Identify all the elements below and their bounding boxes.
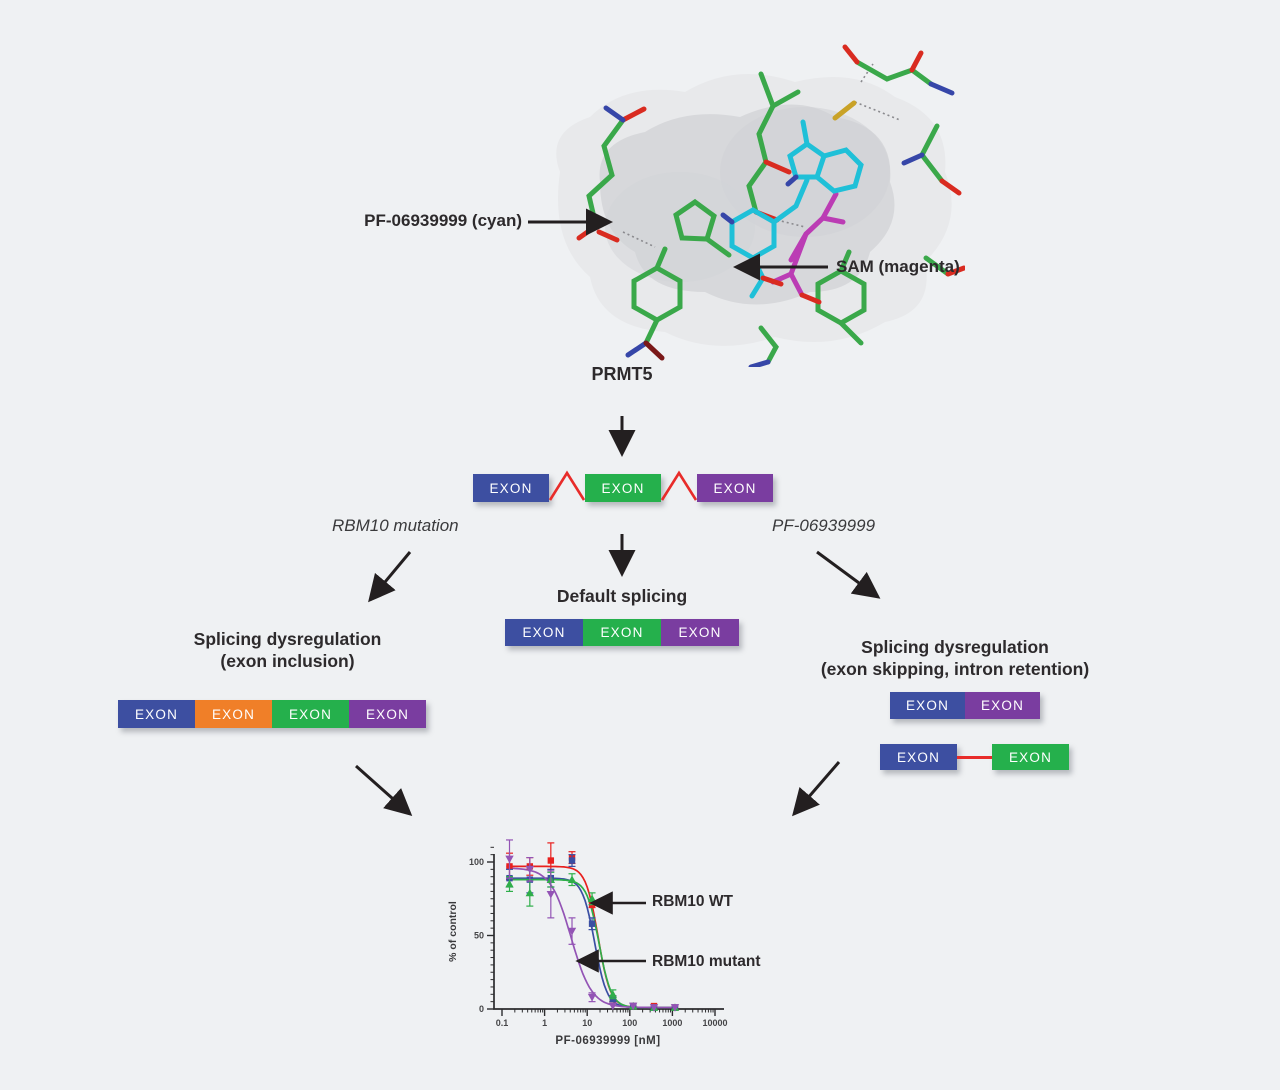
exon-box-green: EXON bbox=[583, 619, 661, 646]
exon-skipping-title: Splicing dysregulation (exon skipping, i… bbox=[790, 636, 1120, 681]
exon-box-blue: EXON bbox=[890, 692, 965, 719]
svg-text:0: 0 bbox=[479, 1004, 484, 1014]
prmt5-label: PRMT5 bbox=[591, 364, 653, 384]
svg-text:50: 50 bbox=[474, 931, 484, 941]
exon-box-blue: EXON bbox=[505, 619, 583, 646]
svg-text:% of control: % of control bbox=[447, 901, 459, 962]
svg-text:PF-06939999 [nM]: PF-06939999 [nM] bbox=[555, 1035, 660, 1047]
svg-text:100: 100 bbox=[469, 857, 484, 867]
exon-inclusion-title-line2: (exon inclusion) bbox=[220, 651, 355, 672]
default-splicing-title: Default splicing bbox=[556, 586, 688, 606]
intron-zigzag bbox=[549, 470, 585, 501]
intron-zigzag bbox=[661, 470, 697, 501]
prmt5-structure-image bbox=[556, 44, 965, 367]
svg-text:0.1: 0.1 bbox=[496, 1018, 509, 1028]
exon-box-green: EXON bbox=[272, 700, 349, 728]
residue-sticks bbox=[576, 44, 965, 367]
exon-box-green: EXON bbox=[992, 744, 1069, 770]
arrow-branch-right bbox=[816, 550, 881, 599]
arrow-to-chart-left bbox=[355, 764, 413, 816]
annotation-rbm10-mutant: RBM10 mutant bbox=[652, 953, 761, 970]
rbm10-mutation-label: RBM10 mutation bbox=[332, 516, 459, 535]
exon-box-blue: EXON bbox=[473, 474, 549, 502]
svg-text:100: 100 bbox=[622, 1018, 637, 1028]
annotation-rbm10-wt: RBM10 WT bbox=[652, 893, 733, 910]
hbond-dots bbox=[622, 63, 901, 248]
pf-ligand-label: PF-06939999 (cyan) bbox=[364, 211, 522, 230]
sam-sticks bbox=[770, 191, 846, 305]
exon-inclusion-title: Splicing dysregulation (exon inclusion) bbox=[140, 628, 435, 673]
pf-compound-label: PF-06939999 bbox=[772, 516, 876, 535]
exon-box-orange: EXON bbox=[195, 700, 272, 728]
exon-box-green: EXON bbox=[585, 474, 661, 502]
exon-skipping-title-line1: Splicing dysregulation bbox=[861, 637, 1049, 657]
arrow-to-chart-right bbox=[792, 761, 841, 817]
svg-text:1000: 1000 bbox=[662, 1018, 682, 1028]
svg-text:1: 1 bbox=[542, 1018, 547, 1028]
pre-mrna-diagram: EXON EXON EXON bbox=[473, 470, 773, 502]
exon-box-purple: EXON bbox=[965, 692, 1040, 719]
arrow-branch-left bbox=[368, 551, 412, 603]
sam-label: SAM (magenta) bbox=[836, 257, 960, 276]
intron-retention-bar: EXON EXON bbox=[880, 744, 1069, 770]
exon-skipping-title-line2: (exon skipping, intron retention) bbox=[820, 659, 1090, 680]
exon-box-blue: EXON bbox=[880, 744, 957, 770]
svg-text:10: 10 bbox=[582, 1018, 592, 1028]
exon-box-blue: EXON bbox=[118, 700, 195, 728]
exon-box-purple: EXON bbox=[349, 700, 426, 728]
retained-intron-line bbox=[957, 755, 992, 759]
pf-ligand-sticks bbox=[720, 119, 864, 299]
exon-box-purple: EXON bbox=[661, 619, 739, 646]
exon-inclusion-title-line1: Splicing dysregulation bbox=[193, 629, 382, 649]
exon-box-purple: EXON bbox=[697, 474, 773, 502]
svg-text:10000: 10000 bbox=[702, 1018, 727, 1028]
